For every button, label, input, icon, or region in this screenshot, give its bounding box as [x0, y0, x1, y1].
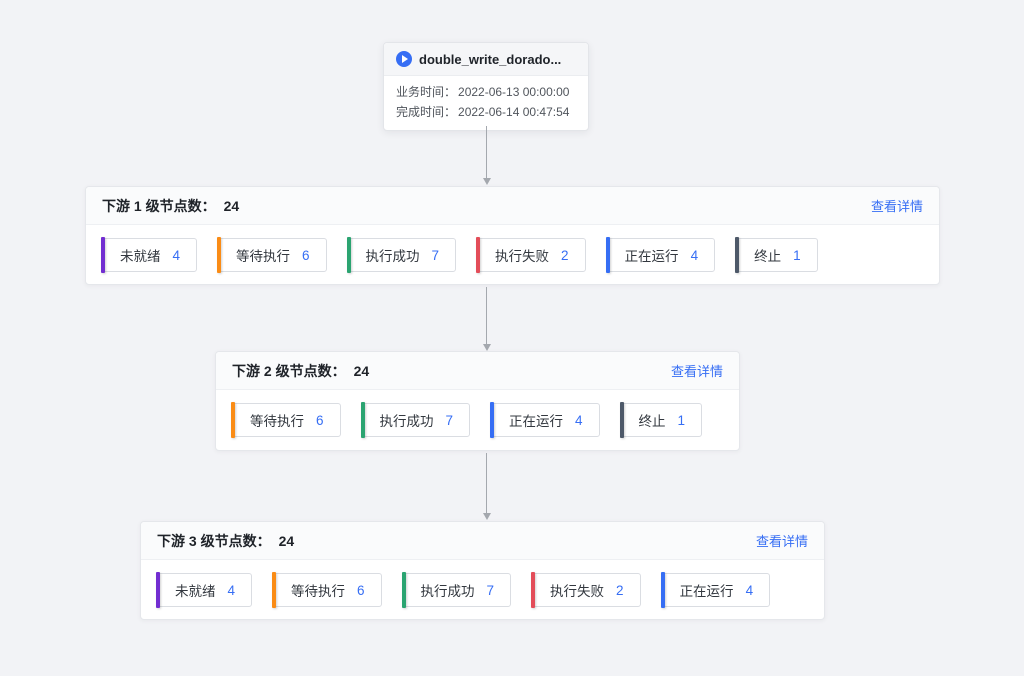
status-color-bar [217, 237, 222, 273]
status-count: 7 [486, 582, 495, 598]
status-label: 等待执行 [236, 249, 291, 264]
status-label: 正在运行 [679, 584, 734, 599]
root-node-header: double_write_dorado... [384, 43, 588, 76]
business-time-value: 2022-06-13 00:00:00 [458, 85, 570, 99]
status-label: 执行成功 [379, 414, 434, 429]
downstream-level-2-panel: 下游 2 级节点数： 24 查看详情 等待执行 6 执行成功 7 正在运行 4 [215, 351, 740, 451]
panel-header: 下游 2 级节点数： 24 查看详情 [216, 352, 739, 390]
status-badge-waiting[interactable]: 等待执行 6 [272, 572, 382, 608]
status-badge-running[interactable]: 正在运行 4 [605, 237, 716, 273]
status-label: 等待执行 [250, 414, 304, 429]
status-color-bar [360, 402, 365, 438]
status-badge-waiting[interactable]: 等待执行 6 [231, 402, 341, 438]
status-label: 正在运行 [509, 414, 564, 429]
panel-title: 下游 3 级节点数： 24 [157, 531, 294, 551]
status-badge-row: 未就绪 4 等待执行 6 执行成功 7 执行失败 2 正在运行 4 [141, 560, 824, 620]
business-time-label: 业务时间： [396, 85, 457, 99]
status-count: 4 [227, 582, 236, 598]
status-count: 7 [445, 412, 454, 428]
finish-time-value: 2022-06-14 00:47:54 [458, 105, 570, 119]
status-color-bar [619, 402, 624, 438]
status-count: 2 [616, 582, 624, 598]
status-count: 6 [302, 247, 310, 263]
connector-arrow-2 [482, 287, 491, 351]
status-color-bar [272, 572, 277, 608]
status-label: 终止 [638, 414, 666, 429]
status-count: 6 [357, 582, 365, 598]
status-label: 执行失败 [495, 249, 550, 264]
status-badge-running[interactable]: 正在运行 4 [490, 402, 600, 438]
status-badge-success[interactable]: 执行成功 7 [360, 402, 471, 438]
status-badge-success[interactable]: 执行成功 7 [346, 237, 457, 273]
status-badge-terminated[interactable]: 终止 1 [735, 237, 818, 273]
status-label: 执行成功 [420, 584, 475, 599]
status-color-bar [156, 572, 160, 608]
view-details-link[interactable]: 查看详情 [870, 199, 923, 214]
business-time-row: 业务时间：2022-06-13 00:00:00 [396, 82, 576, 102]
panel-title-label: 下游 1 级节点数： [102, 197, 216, 214]
status-color-bar [231, 402, 235, 438]
status-badge-not-ready[interactable]: 未就绪 4 [101, 237, 198, 273]
finish-time-row: 完成时间：2022-06-14 00:47:54 [396, 102, 576, 122]
status-badge-success[interactable]: 执行成功 7 [401, 572, 512, 608]
status-badge-row: 未就绪 4 等待执行 6 执行成功 7 执行失败 2 正在运行 4 [86, 225, 939, 285]
status-label: 执行失败 [550, 584, 605, 599]
status-count: 1 [677, 412, 686, 428]
downstream-level-3-panel: 下游 3 级节点数：24 查看详情 未就绪 4 等待执行 6 执行成功 7 [140, 521, 825, 620]
status-badge-failed[interactable]: 执行失败 2 [476, 237, 586, 273]
status-count: 4 [690, 247, 699, 263]
panel-node-count: 24 [278, 532, 295, 549]
status-badge-not-ready[interactable]: 未就绪 4 [156, 572, 253, 608]
root-node-title: double_write_dorado... [419, 51, 562, 67]
status-badge-row: 等待执行 6 执行成功 7 正在运行 4 终止 1 [216, 390, 739, 450]
panel-title-label: 下游 2 级节点数： [232, 362, 346, 379]
status-label: 等待执行 [291, 584, 346, 599]
status-color-bar [101, 237, 105, 273]
status-count: 2 [561, 247, 569, 263]
status-label: 正在运行 [624, 249, 679, 264]
status-badge-waiting[interactable]: 等待执行 6 [217, 237, 327, 273]
connector-arrow-3 [482, 453, 491, 520]
status-color-bar [531, 572, 536, 608]
status-count: 4 [745, 582, 754, 598]
status-color-bar [605, 237, 610, 273]
panel-node-count: 24 [353, 362, 370, 379]
status-badge-running[interactable]: 正在运行 4 [660, 572, 771, 608]
status-color-bar [476, 237, 481, 273]
root-node-body: 业务时间：2022-06-13 00:00:00 完成时间：2022-06-14… [384, 76, 588, 130]
status-count: 4 [575, 412, 583, 428]
status-label: 未就绪 [120, 249, 161, 264]
status-count: 7 [431, 247, 440, 263]
status-color-bar [735, 237, 740, 273]
panel-header: 下游 3 级节点数： 24 查看详情 [141, 522, 824, 560]
status-count: 6 [316, 412, 324, 428]
connector-arrow-1 [482, 126, 491, 185]
status-label: 未就绪 [175, 584, 216, 599]
panel-title: 下游 1 级节点数： 24 [102, 196, 239, 216]
status-count: 4 [172, 247, 181, 263]
status-color-bar [401, 572, 406, 608]
view-details-link[interactable]: 查看详情 [755, 534, 808, 549]
status-color-bar [660, 572, 665, 608]
status-color-bar [490, 402, 495, 438]
panel-title-label: 下游 3 级节点数： [157, 532, 271, 549]
view-details-link[interactable]: 查看详情 [670, 364, 723, 379]
finish-time-label: 完成时间： [396, 105, 457, 119]
downstream-level-1-panel: 下游 1 级节点数：24 查看详情 未就绪 4 等待执行 6 执行成功 7 [85, 186, 940, 285]
status-label: 终止 [754, 249, 782, 264]
play-icon [396, 51, 412, 67]
panel-title: 下游 2 级节点数： 24 [232, 361, 369, 381]
panel-header: 下游 1 级节点数： 24 查看详情 [86, 187, 939, 225]
status-count: 1 [793, 247, 801, 263]
status-color-bar [346, 237, 351, 273]
panel-node-count: 24 [223, 197, 240, 214]
root-node-card[interactable]: double_write_dorado... 业务时间：2022-06-13 0… [383, 42, 589, 131]
status-label: 执行成功 [365, 249, 420, 264]
status-badge-failed[interactable]: 执行失败 2 [531, 572, 641, 608]
status-badge-terminated[interactable]: 终止 1 [619, 402, 703, 438]
